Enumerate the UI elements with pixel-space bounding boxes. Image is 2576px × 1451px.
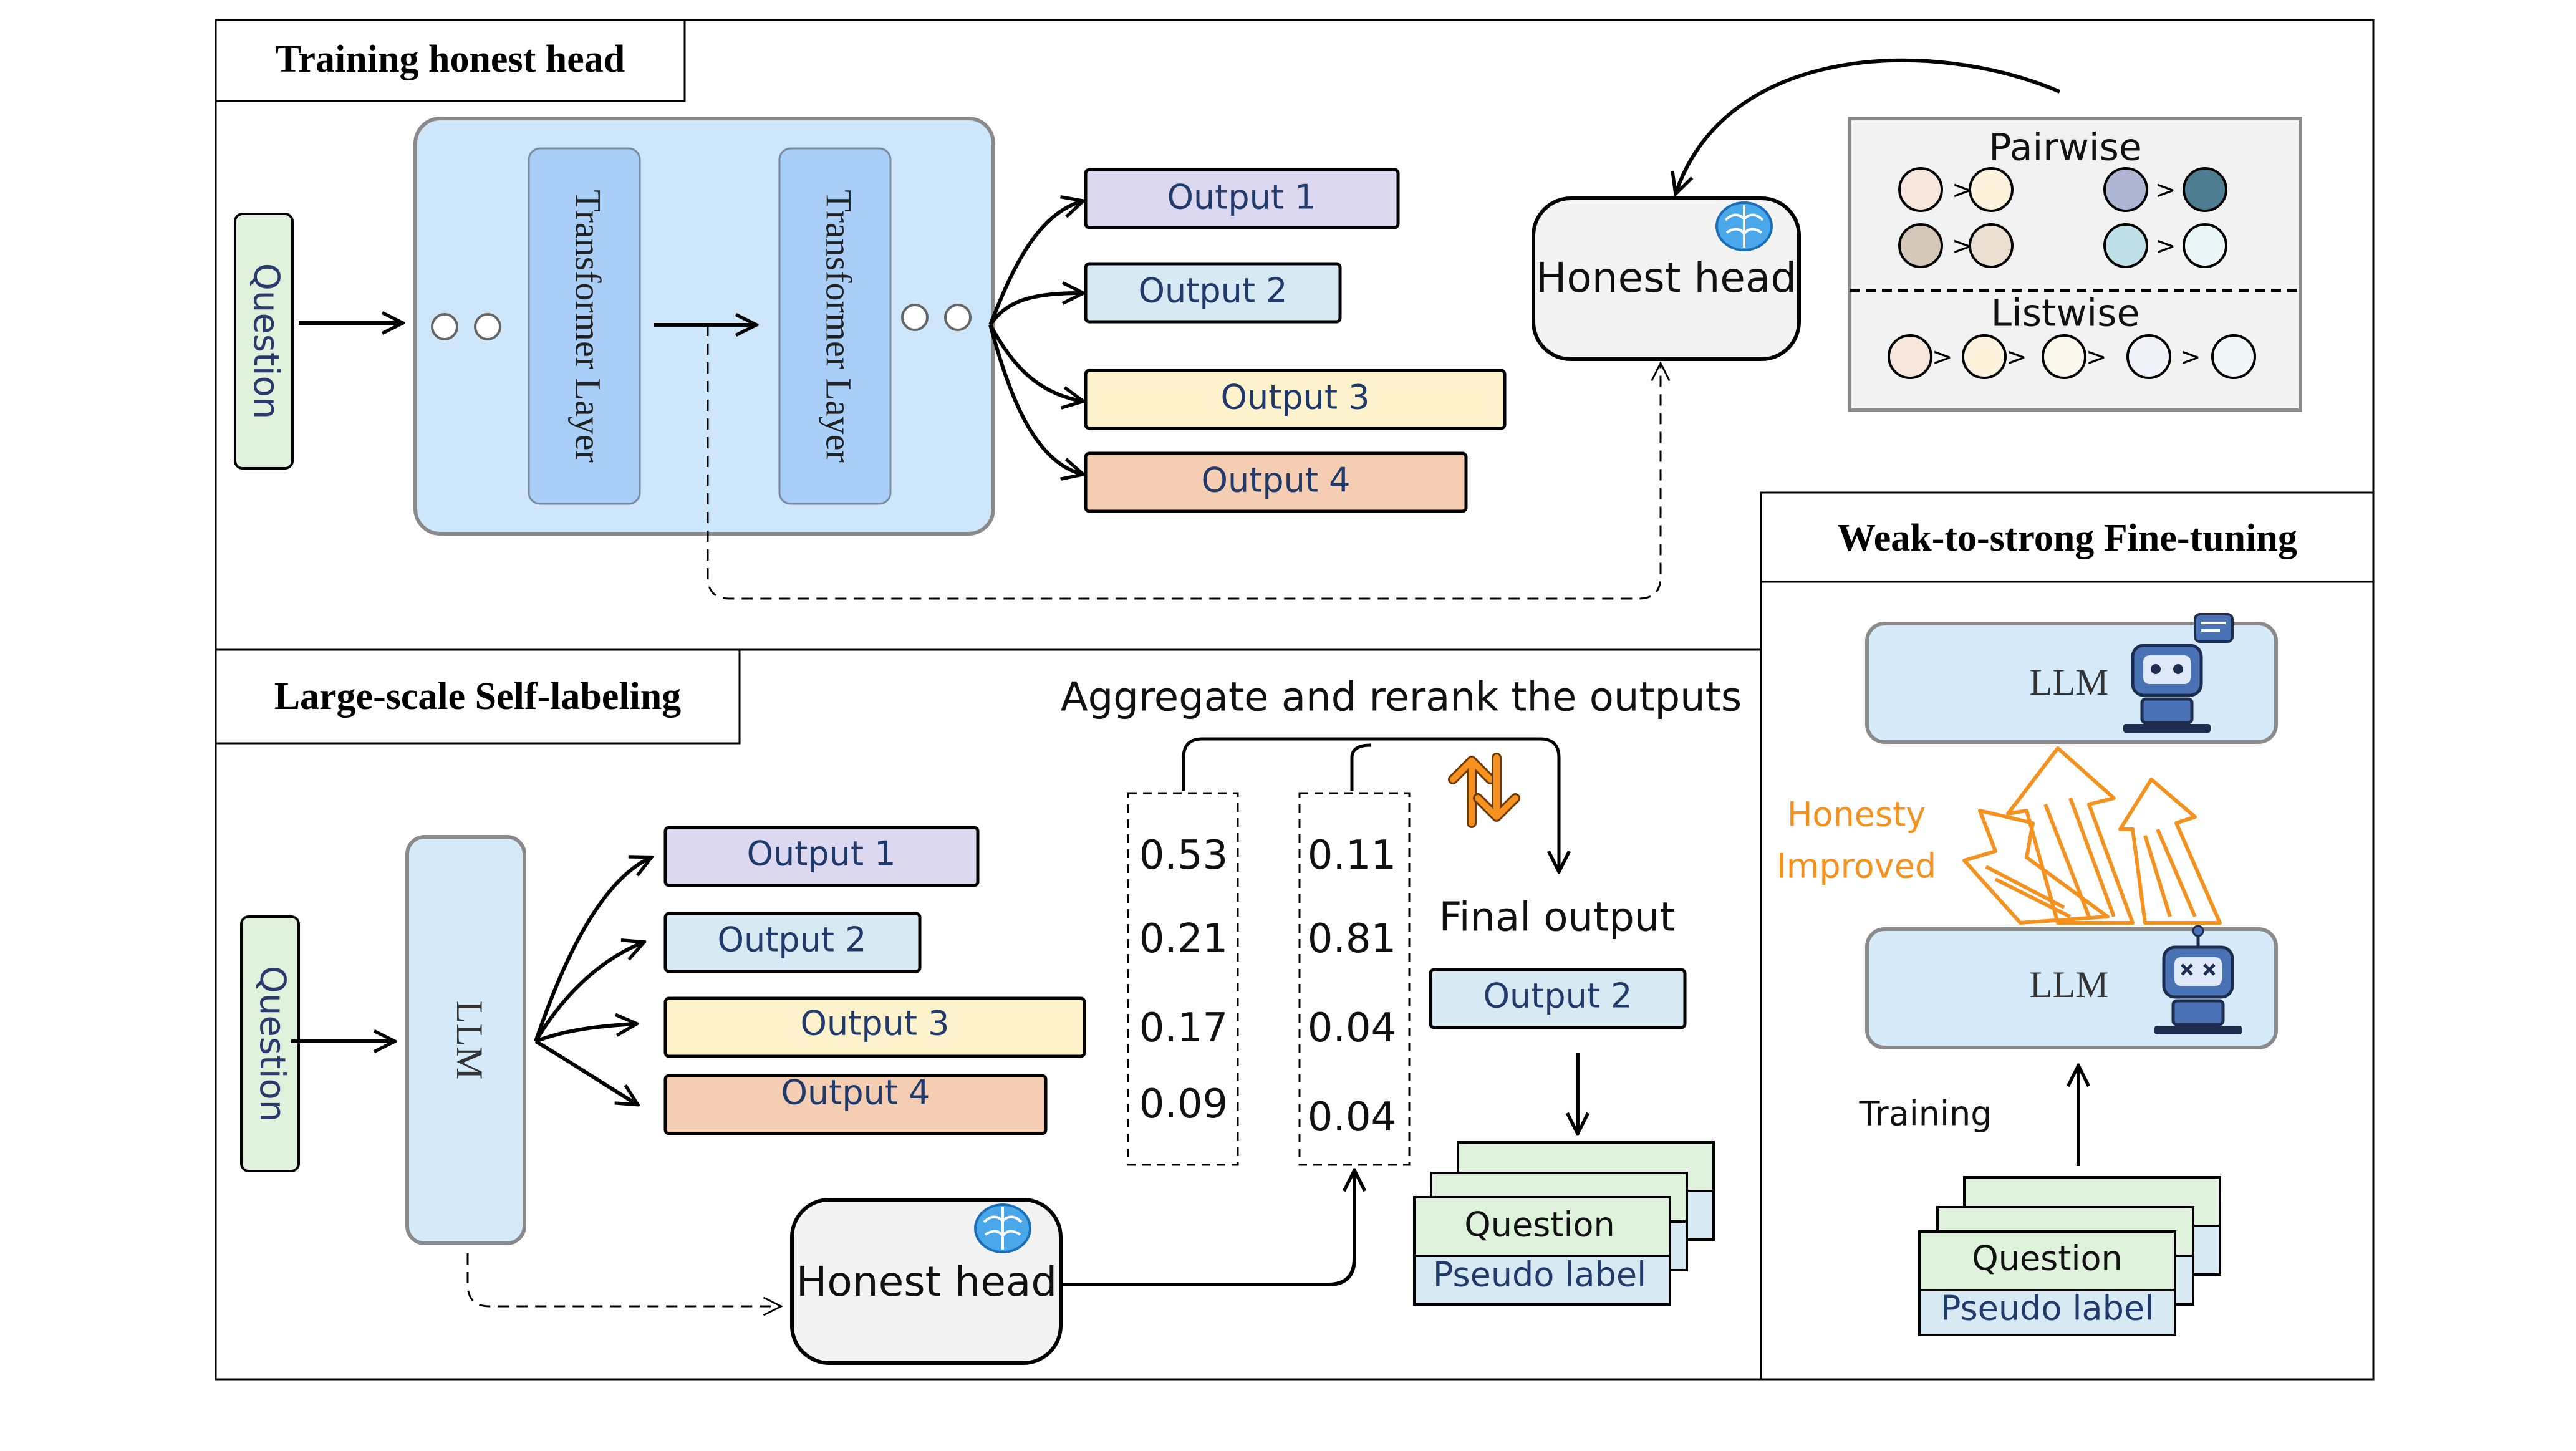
llm-label-weak: LLM <box>2030 964 2109 1005</box>
output-1-box-top <box>1084 168 1400 229</box>
svg-text:>: > <box>2086 343 2107 372</box>
selflabel-title-box <box>215 648 741 745</box>
pairwise-label: Pairwise <box>1989 126 2142 170</box>
transformer-layer-2 <box>778 147 892 505</box>
arrow-to-output-4 <box>988 324 1081 474</box>
w2s-title: Weak-to-strong Fine-tuning <box>1837 517 2297 559</box>
question-label-bottom: Question <box>252 966 292 1122</box>
question-label-top: Question <box>246 263 286 419</box>
rerank-swap-icon <box>1448 753 1520 828</box>
aggregate-bracket <box>1182 737 1559 870</box>
stack-question-selflabel: Question <box>1464 1205 1615 1245</box>
honesty-label: Honesty <box>1787 795 1926 834</box>
score-a-1: 0.53 <box>1139 832 1228 879</box>
stack-question-w2s: Question <box>1972 1239 2123 1278</box>
improvement-arrows-icon <box>1962 746 2222 925</box>
output-3-box-top <box>1084 369 1507 430</box>
output-2-label-top: Output 2 <box>1138 271 1287 311</box>
output-1-label-bottom: Output 1 <box>746 834 895 874</box>
arrow-to-output-2 <box>988 293 1081 326</box>
transformer-layer-1-label: Transformer Layer <box>568 190 609 463</box>
question-box-top <box>234 213 294 470</box>
training-title-box <box>215 19 686 102</box>
arrow-ranking-to-honest-head <box>1676 58 2061 192</box>
score-a-2: 0.21 <box>1139 916 1228 962</box>
llm-label-strong: LLM <box>2030 662 2109 703</box>
aggregate-label: Aggregate and rerank the outputs <box>1061 675 1742 721</box>
listwise-label: Listwise <box>1991 292 2140 335</box>
score-a-4: 0.09 <box>1139 1081 1228 1127</box>
pseudo-label-stack-w2s <box>1918 1176 2221 1336</box>
selflabel-title: Large-scale Self-labeling <box>274 675 682 718</box>
output-3-label-bottom: Output 3 <box>800 1004 949 1043</box>
output-4-box-bottom <box>663 1074 1048 1135</box>
final-output-label: Final output <box>1439 895 1676 941</box>
svg-text:>: > <box>2155 176 2176 205</box>
output-1-box-bottom <box>663 826 980 887</box>
scores-column-b <box>1298 792 1411 1166</box>
honest-head-label-bottom: Honest head <box>796 1258 1057 1306</box>
svg-text:>: > <box>2006 343 2027 372</box>
svg-text:>: > <box>2180 343 2201 372</box>
llm-box-selflabel <box>405 835 526 1245</box>
score-b-4: 0.04 <box>1308 1094 1397 1140</box>
pairwise-comparisons: > > > > <box>1898 167 2227 268</box>
svg-text:>: > <box>1932 343 1953 372</box>
output-2-box-top <box>1084 262 1342 324</box>
token-circle <box>944 304 972 331</box>
arrow-llm-to-output-1 <box>534 858 650 1042</box>
output-4-box-top <box>1084 451 1468 513</box>
final-output-value: Output 2 <box>1483 976 1632 1016</box>
question-box-bottom <box>240 915 300 1172</box>
brain-icon <box>1715 201 1773 251</box>
output-3-label-top: Output 3 <box>1220 378 1369 417</box>
score-a-3: 0.17 <box>1139 1005 1228 1051</box>
dashed-path-to-honest-head <box>707 325 1661 600</box>
robot-dizzy-icon <box>2154 925 2242 1034</box>
svg-text:>: > <box>2155 232 2176 261</box>
dashed-llm-to-honest-head <box>466 1253 779 1306</box>
output-1-label-top: Output 1 <box>1167 178 1316 217</box>
training-title: Training honest head <box>276 38 625 80</box>
training-label: Training <box>1858 1094 1992 1134</box>
output-4-label-top: Output 4 <box>1201 461 1350 500</box>
aggregate-bracket-inner <box>1350 743 1371 791</box>
token-circle <box>901 304 929 331</box>
score-b-1: 0.11 <box>1308 832 1397 879</box>
arrow-llm-to-output-3 <box>534 1024 635 1043</box>
arrow-llm-to-output-4 <box>534 1039 636 1104</box>
improved-label: Improved <box>1777 847 1936 886</box>
transformer-layer-2-label: Transformer Layer <box>819 190 859 463</box>
arrow-to-output-3 <box>988 324 1081 401</box>
score-b-2: 0.81 <box>1308 916 1397 962</box>
listwise-comparison: > > > > <box>1888 334 2256 379</box>
pseudo-label-stack-selflabel <box>1413 1141 1715 1306</box>
llm-label-selflabel: LLM <box>449 1001 490 1080</box>
w2s-panel <box>1760 491 2375 1381</box>
brain-icon <box>974 1203 1031 1253</box>
transformer-layer-1 <box>528 147 641 505</box>
honest-head-label-top: Honest head <box>1536 254 1797 302</box>
stack-pseudo-w2s: Pseudo label <box>1941 1289 2154 1328</box>
output-2-label-bottom: Output 2 <box>717 920 866 960</box>
stack-pseudo-selflabel: Pseudo label <box>1433 1255 1646 1294</box>
output-3-box-bottom <box>663 996 1086 1058</box>
output-2-box-bottom <box>663 912 922 973</box>
arrow-to-output-1 <box>988 201 1081 326</box>
token-circle <box>431 313 458 340</box>
final-output-box <box>1429 968 1687 1029</box>
score-b-3: 0.04 <box>1308 1005 1397 1051</box>
token-circle <box>474 313 501 340</box>
arrow-llm-to-output-2 <box>534 943 642 1043</box>
scores-column-a <box>1127 792 1239 1166</box>
robot-happy-icon <box>2123 613 2234 733</box>
output-4-label-bottom: Output 4 <box>781 1073 930 1112</box>
arrow-honest-head-to-scores <box>1061 1172 1354 1286</box>
